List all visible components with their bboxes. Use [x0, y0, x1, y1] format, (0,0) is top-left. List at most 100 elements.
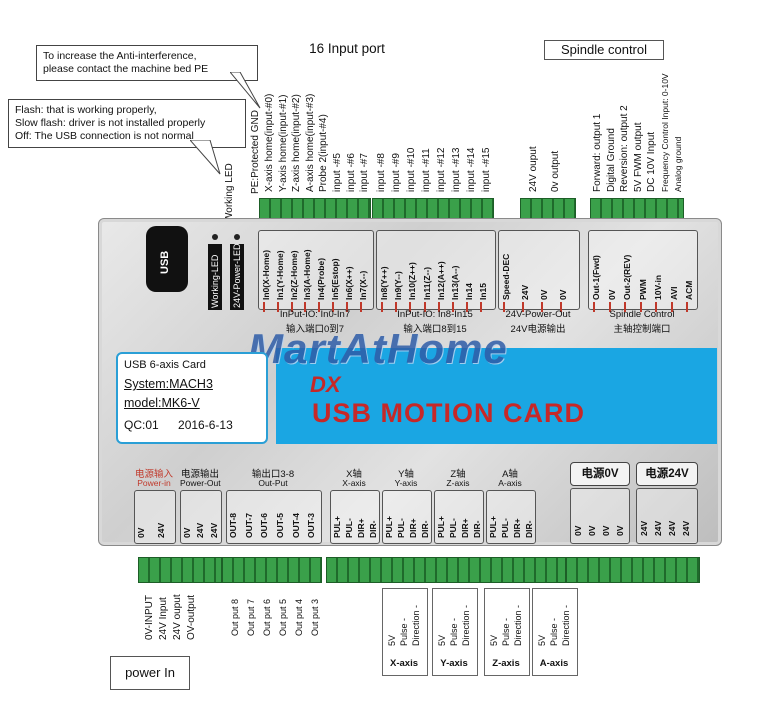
pin-label: PUL- [500, 518, 510, 538]
usb-port[interactable] [146, 226, 188, 292]
axis-name-label: A-axis [539, 658, 569, 669]
pin-label: 0V [182, 527, 192, 538]
group-label-en: Power-Out [180, 478, 221, 488]
axis-pin-label: Direction - [411, 604, 421, 646]
power-out-box [498, 230, 580, 310]
power-24v-header: 电源24V [636, 462, 698, 486]
pin-label: PUL- [396, 518, 406, 538]
group-label-cn: X轴 [346, 469, 362, 480]
pin-marker [332, 302, 334, 312]
group-label-en: A-axis [498, 478, 522, 488]
io2-caption-cn: 输入端口8到15 [403, 324, 467, 335]
pin-label: 0V [539, 289, 549, 300]
pin-label: 0V [587, 525, 597, 536]
pin-marker [686, 302, 688, 312]
pin-label: In0(X-Home) [261, 249, 271, 300]
axis-name-label: Z-axis [492, 658, 520, 669]
working-led-text: Working-LED [210, 254, 220, 308]
axis-pin-label: Direction - [561, 604, 571, 646]
pin-label: Out-2(REV) [622, 254, 632, 300]
input-port-label: input -#8 [376, 153, 387, 192]
io2-caption: InPut-IO: In8-In15 [397, 309, 473, 320]
bottom-power-label: OV-output [186, 594, 197, 640]
spindle-label: DC 10V Input [646, 131, 657, 192]
callout-line: please contact the machine bed PE [43, 63, 209, 75]
power-out-caption: 24V-Power-Out [505, 309, 571, 320]
pin-label: 10V-in [653, 274, 663, 300]
card-qc: QC:01 [124, 418, 159, 432]
pin-label: 0V [601, 525, 611, 536]
card-name: USB 6-axis Card [124, 359, 206, 371]
pin-marker [624, 302, 626, 312]
pin-label: 24V [156, 522, 166, 538]
axis-pin-label: 5V [387, 634, 397, 646]
pin-label: OUT-4 [290, 512, 301, 538]
bottom-power-label: 24V ouput [172, 594, 183, 640]
pin-label: 0V [573, 525, 583, 536]
pin-label: DIR- [472, 520, 482, 538]
pin-label: Out-1(Fwd) [591, 255, 601, 300]
pin-label: 24V [653, 520, 663, 536]
bottom-output-label: Out put 5 [278, 598, 288, 636]
pin-marker [452, 302, 454, 312]
pin-label: In3(A-Home) [302, 249, 313, 300]
pin-label: DIR+ [460, 518, 470, 538]
power-out-caption-cn: 24V电源输出 [510, 324, 566, 335]
axis-pin-label: Pulse - [449, 617, 459, 646]
input-io-box-1 [258, 230, 374, 310]
pin-label: In4(Probe) [316, 257, 327, 300]
working-led-label: Working LED [224, 163, 235, 222]
pin-label: DIR- [524, 520, 534, 538]
pin-marker [359, 302, 362, 312]
card-model: model:MK6-V [124, 396, 200, 410]
pin-label: 0V [606, 289, 617, 300]
pin-marker [655, 302, 657, 312]
group-pin-box [134, 490, 176, 544]
callout-line: Slow flash: driver is not installed prop… [15, 117, 206, 129]
pin-label: 24V [195, 522, 206, 538]
group-pin-box [434, 490, 484, 544]
terminal-block-power [520, 198, 576, 220]
pe-ground-label: PE:Protected GND [250, 110, 261, 194]
pin-marker [593, 302, 595, 312]
spindle-label: Reversion: output 2 [619, 105, 630, 192]
ground-0v-header: 电源0V [570, 462, 630, 486]
card-info-box: USB 6-axis Card System:MACH3 model:MK6-V… [116, 352, 268, 444]
board-title: USB MOTION CARD [312, 398, 585, 428]
pin-label: PUL+ [332, 516, 342, 538]
watermark: MartAtHome [248, 325, 508, 372]
pin-label: 24V [208, 522, 219, 538]
power-out-label: 0v output [550, 150, 561, 192]
axis-wiring-box [432, 588, 478, 676]
pin-label: OUT-3 [306, 512, 317, 538]
group-label-en: Out-Put [258, 478, 288, 488]
pin-marker [639, 302, 642, 312]
axis-pin-label: 5V [537, 634, 547, 646]
input-port-label: input -#9 [391, 153, 402, 192]
input-port-label: input -#7 [359, 153, 371, 192]
pin-label: DIR+ [408, 518, 418, 538]
pin-label: In8(Y++) [379, 266, 389, 300]
group-label-cn: 输出口3-8 [251, 469, 295, 480]
input-port-label: X-axis home(input-#0) [264, 93, 275, 192]
terminal-block-power-rails [566, 557, 700, 583]
terminal-block-power-io [138, 557, 222, 583]
group-label-cn: 电源输出 [180, 469, 219, 480]
group-pin-box [226, 490, 322, 544]
power-led-box [230, 244, 244, 310]
group-label-en: X-axis [342, 478, 366, 488]
io1-caption: InPut-IO: In0-In7 [279, 309, 351, 320]
input-port-label: Y-axis home(input-#1) [277, 94, 289, 192]
dx-logo: DX [310, 372, 341, 397]
pin-label: PUL- [448, 518, 458, 538]
usb-label: USB [159, 250, 171, 274]
group-pin-box [486, 490, 536, 544]
bottom-output-label: Out put 8 [230, 598, 240, 636]
input-port-label: input -#13 [451, 147, 462, 192]
group-label-en: Z-axis [446, 478, 470, 488]
pin-marker [541, 302, 543, 312]
pin-label: 24V [681, 520, 691, 536]
pin-label: In15 [478, 282, 489, 300]
pin-label: PUL+ [488, 516, 498, 538]
pin-marker [395, 302, 398, 312]
